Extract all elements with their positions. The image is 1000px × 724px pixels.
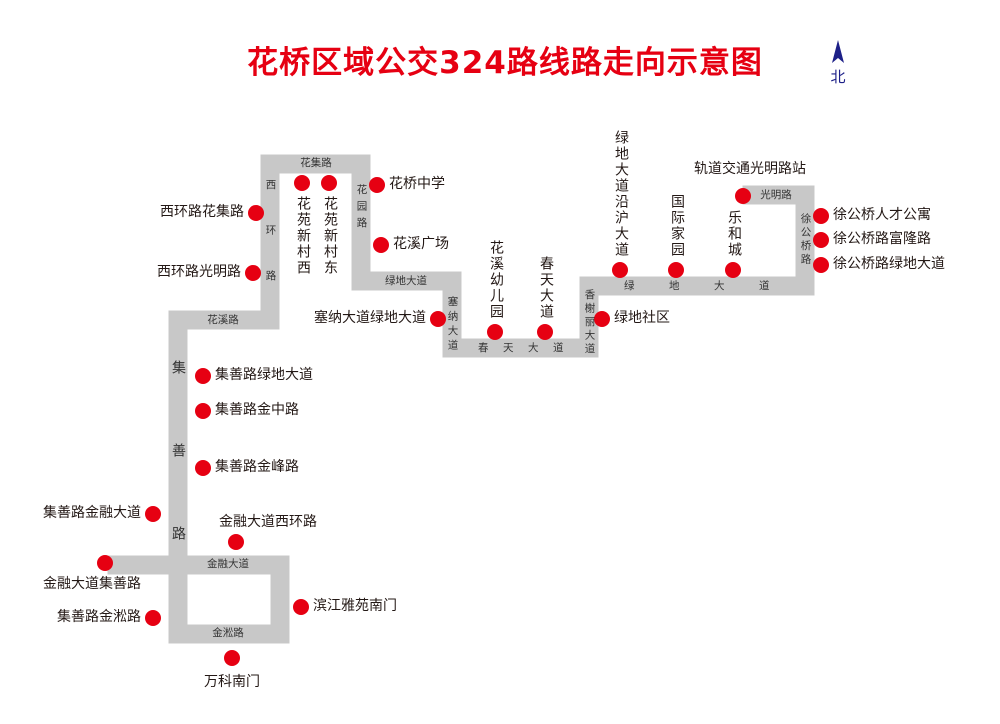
station-marker[interactable] [813,232,829,248]
station-label: 乐和城 [726,210,742,258]
station-marker[interactable] [145,506,161,522]
station-label: 集善路金中路 [215,402,299,418]
road-label-jinsong: 金淞路 [212,627,244,639]
station-label: 西环路光明路 [157,264,241,280]
station-marker[interactable] [487,324,503,340]
road-label-lvdi-west: 绿地大道 [385,275,427,287]
station-label: 国际家园 [669,194,685,258]
station-marker[interactable] [97,555,113,571]
road-label-lvdi-east: 绿地大道 [624,280,804,292]
station-label: 金融大道西环路 [219,514,317,530]
station-label: 集善路金峰路 [215,459,299,475]
station-marker[interactable] [248,205,264,221]
station-label: 绿地社区 [614,310,670,326]
north-label: 北 [830,68,845,86]
road-label-huaxi: 花溪路 [207,314,239,326]
station-label: 花溪幼儿园 [488,240,504,320]
station-marker[interactable] [195,403,211,419]
station-label: 花桥中学 [389,176,445,192]
road-label-chuntian: 春天大道 [478,342,578,354]
station-marker[interactable] [195,368,211,384]
station-label: 金融大道集善路 [43,576,141,592]
station-marker[interactable] [228,534,244,550]
road-label-guangming: 光明路 [760,189,792,201]
road-label-huaji: 花集路 [300,157,332,169]
north-arrow-icon: 北 [830,40,846,86]
station-label: 塞纳大道绿地大道 [314,310,426,326]
station-label: 集善路金融大道 [43,505,141,521]
station-marker[interactable] [537,324,553,340]
station-marker[interactable] [430,311,446,327]
station-label: 花苑新村东 [322,196,338,276]
road-label-saina: 塞纳大道 [446,296,459,354]
station-label: 集善路金淞路 [57,609,141,625]
station-marker[interactable] [612,262,628,278]
road-label-jinrong: 金融大道 [207,558,249,570]
station-marker[interactable] [293,599,309,615]
station-marker[interactable] [594,311,610,327]
station-label: 轨道交通光明路站 [694,161,806,177]
map-title: 花桥区域公交324路线路走向示意图 [247,45,763,81]
station-marker[interactable] [224,650,240,666]
road-label-xiangxieli: 香榭丽大道 [583,289,596,357]
bus-route-line [107,154,815,644]
station-marker[interactable] [369,177,385,193]
station-marker[interactable] [813,208,829,224]
station-marker[interactable] [735,188,751,204]
station-label: 春天大道 [538,256,554,320]
station-marker[interactable] [668,262,684,278]
station-label: 西环路花集路 [160,204,244,220]
station-label: 万科南门 [204,674,260,690]
station-label: 绿地大道沿沪大道 [613,130,629,258]
road-label-xihuan: 西环路 [264,179,277,316]
station-marker[interactable] [245,265,261,281]
station-marker[interactable] [373,237,389,253]
station-label: 徐公桥人才公寓 [833,207,931,223]
station-label: 徐公桥路绿地大道 [833,256,945,272]
station-marker[interactable] [813,257,829,273]
station-label: 徐公桥路富隆路 [833,231,931,247]
road-label-jishan: 集善路 [170,360,186,609]
station-label: 花苑新村西 [295,196,311,276]
station-marker[interactable] [321,175,337,191]
road-label-huayuan: 花园路 [355,184,368,234]
station-label: 滨江雅苑南门 [313,598,397,614]
station-label: 花溪广场 [393,236,449,252]
road-label-xugongqiao: 徐公桥路 [799,213,812,267]
station-label: 集善路绿地大道 [215,367,313,383]
station-marker[interactable] [725,262,741,278]
station-marker[interactable] [195,460,211,476]
station-marker[interactable] [145,610,161,626]
station-marker[interactable] [294,175,310,191]
